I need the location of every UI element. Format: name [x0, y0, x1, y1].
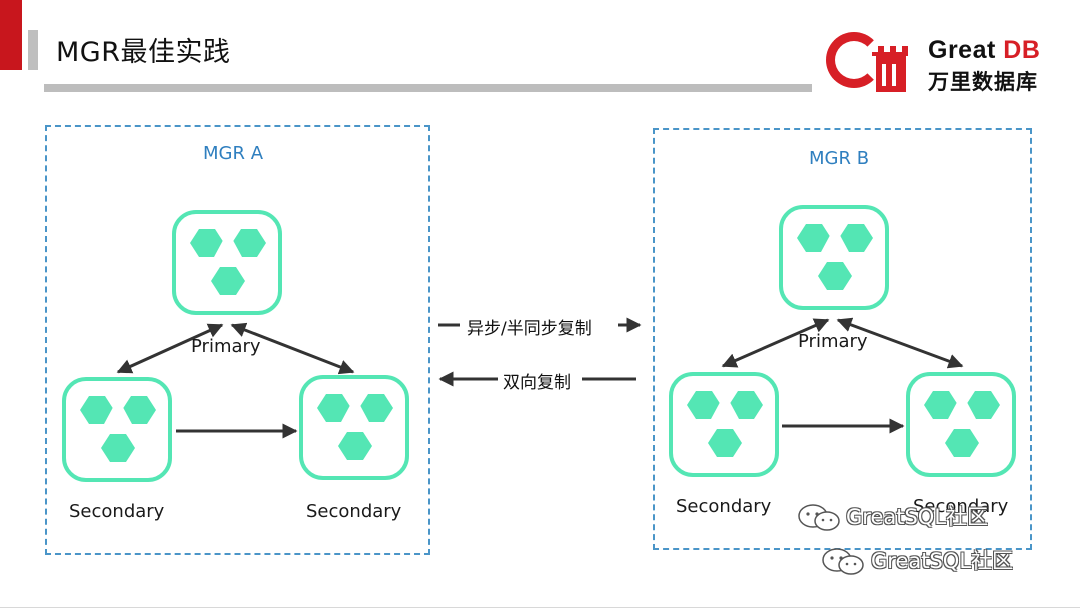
- cluster-a-primary-node: [172, 210, 282, 315]
- mysql-node-icon: [797, 224, 873, 290]
- cluster-a-link-primary-left: [116, 323, 224, 374]
- cluster-b-secondary-left-node: [669, 372, 779, 477]
- mysql-node-icon: [80, 396, 156, 462]
- title-accent-bar: [0, 0, 22, 70]
- footer-divider: [0, 607, 1080, 608]
- wechat-icon: [822, 548, 864, 575]
- cluster-a-secondary-left-node: [62, 377, 172, 482]
- cluster-b-primary-label: Primary: [798, 331, 868, 352]
- cluster-a-secondary-right-label: Secondary: [306, 501, 402, 522]
- cluster-b-secondary-right-label: Secondary: [913, 496, 1009, 517]
- mysql-node-icon: [190, 229, 266, 295]
- wechat-icon: [798, 504, 840, 531]
- logo-ring-icon: [826, 32, 882, 88]
- mysql-node-icon: [317, 394, 393, 460]
- cluster-a-box: [45, 125, 430, 555]
- watermark-text-2: GreatSQL社区: [871, 549, 1014, 573]
- title-accent-tick: [28, 30, 38, 70]
- cluster-a-title: MGR A: [203, 143, 264, 164]
- mysql-node-icon: [687, 391, 763, 457]
- cluster-b-link-primary-left: [721, 318, 830, 368]
- replication-label-bidirectional: 双向复制: [503, 373, 571, 393]
- cluster-a-primary-label: Primary: [191, 336, 261, 357]
- cluster-b-link-primary-right: [836, 317, 964, 369]
- logo-text-cn: 万里数据库: [928, 70, 1038, 94]
- replication-label-async: 异步/半同步复制: [467, 319, 592, 339]
- cluster-b-box: [653, 128, 1032, 550]
- cluster-a-link-primary-right: [230, 322, 355, 375]
- cluster-b-secondary-left-label: Secondary: [676, 496, 772, 517]
- cluster-b-secondary-right-node: [906, 372, 1016, 477]
- cluster-b-title: MGR B: [809, 148, 870, 169]
- title-underline: [44, 84, 812, 92]
- slide-title: MGR最佳实践: [56, 37, 231, 68]
- logo-tower-icon: [872, 46, 908, 92]
- mysql-node-icon: [924, 391, 1000, 457]
- greatdb-logo: Great DB 万里数据库: [826, 32, 1066, 96]
- watermark-text-1: GreatSQL社区: [846, 505, 989, 529]
- cluster-b-primary-node: [779, 205, 889, 310]
- logo-text-en: Great DB: [928, 36, 1041, 64]
- cluster-a-secondary-right-node: [299, 375, 409, 480]
- cluster-a-secondary-left-label: Secondary: [69, 501, 165, 522]
